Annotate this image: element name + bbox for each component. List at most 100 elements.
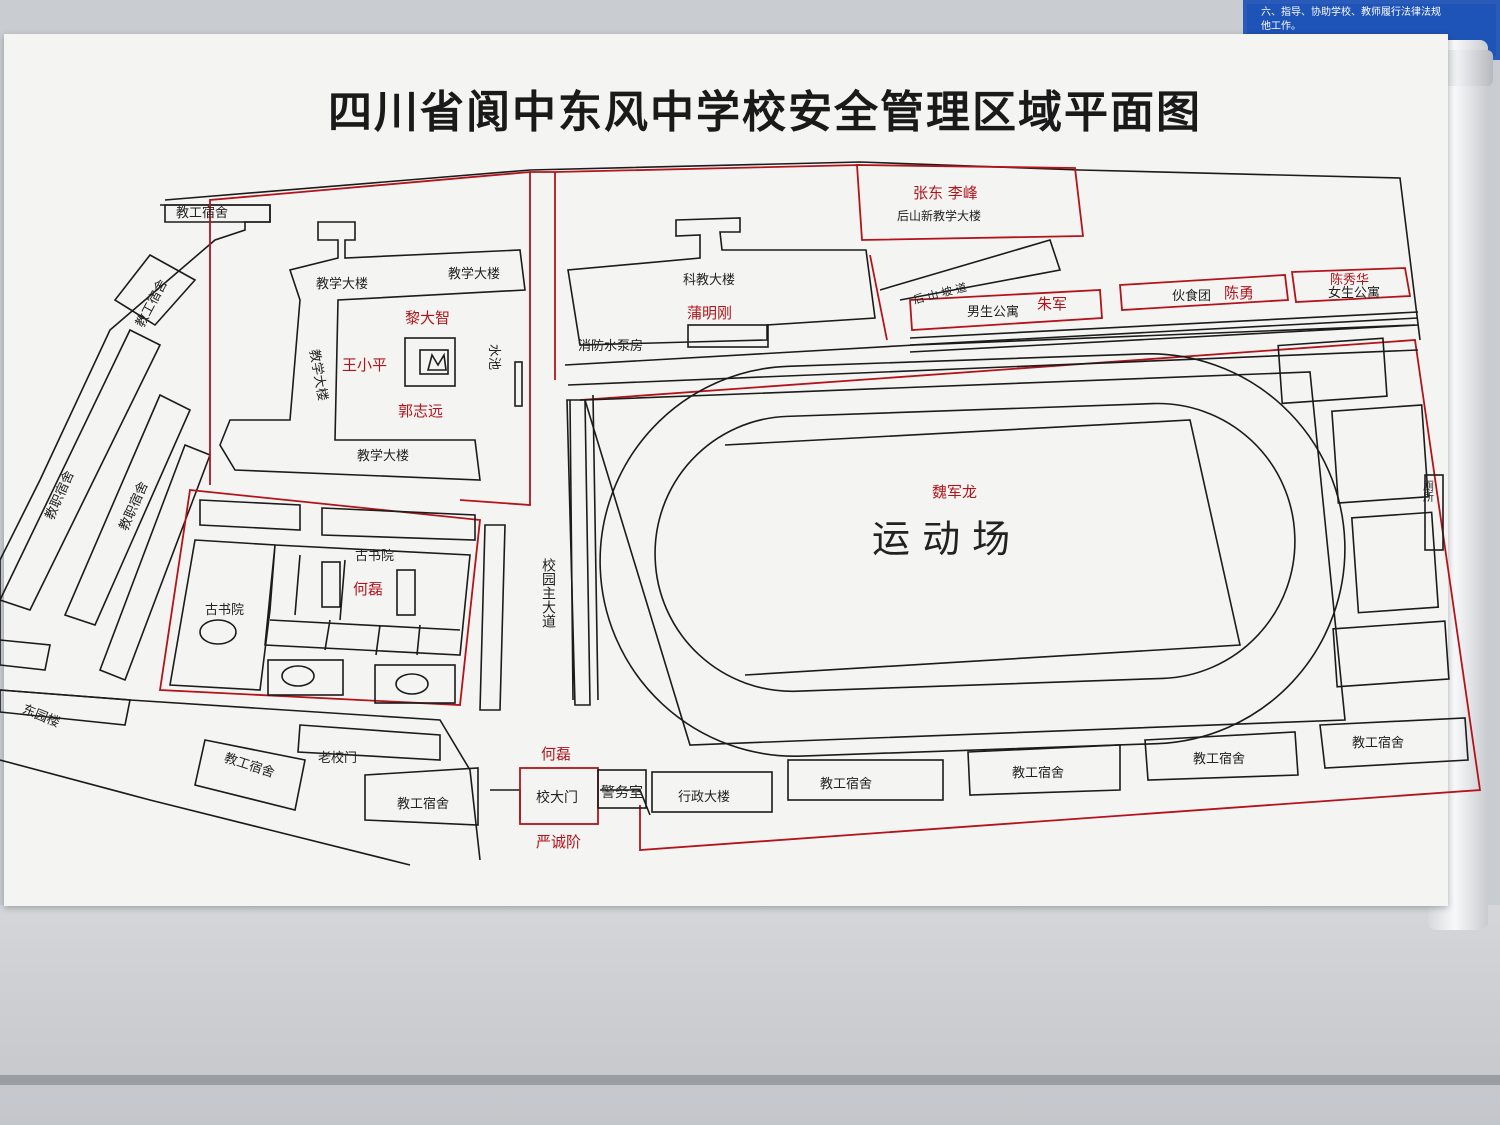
crown-icon (426, 352, 447, 371)
label-canteen: 伙食团 (1172, 288, 1211, 304)
label-guard-room: 警务室 (601, 784, 643, 801)
label-ancient-academy-1: 古书院 (355, 549, 394, 564)
academy-grid (269, 554, 461, 656)
staff-dorm-b3-shape (787, 759, 944, 801)
label-hill-road: 后 山 坡 道 (912, 280, 968, 307)
zone-east (869, 254, 888, 341)
label-teach-bldg-2: 教学大楼 (448, 266, 500, 282)
central-building-outer (404, 337, 456, 387)
person-he-lei-1: 何磊 (353, 580, 383, 598)
zone-canteen (1119, 274, 1290, 311)
label-staff-dorm-b4: 教工宿舍 (1012, 765, 1064, 781)
person-chen-xiuhua: 陈秀华 (1330, 272, 1369, 288)
court-4 (1332, 620, 1450, 688)
zone-new-teach (856, 164, 1085, 241)
person-wang-xiaoping: 王小平 (342, 356, 387, 374)
pool-shape (514, 361, 523, 407)
staff-dorm-b2-shape (364, 767, 479, 826)
label-staff-dorm-b6: 教工宿舍 (1352, 735, 1404, 751)
label-pool: 水池 (486, 344, 501, 370)
sci-bldg-shape (567, 217, 876, 346)
label-faculty-dorm-1: 教职宿舍 (42, 468, 78, 522)
label-staff-dorm-b5: 教工宿舍 (1193, 751, 1245, 767)
running-track-inner (654, 402, 1296, 693)
staff-dorm-b6-shape (1319, 717, 1469, 769)
faculty-dorm-1-shape (0, 328, 162, 611)
running-track-outer (599, 352, 1346, 757)
label-teach-bldg-3: 教学大楼 (306, 348, 331, 402)
north-road-rails (909, 311, 1419, 353)
label-teach-bldg-4: 教学大楼 (357, 448, 409, 464)
east-garden-shape (0, 639, 131, 726)
label-sports-field: 运 动 场 (872, 517, 1010, 561)
label-staff-dorm-b2: 教工宿舍 (397, 796, 449, 812)
label-girls-dorm: 女生公寓 (1328, 285, 1380, 301)
academy-block-2 (396, 569, 416, 616)
notice-line-1: 六、指导、协助学校、教师履行法律法规 (1261, 7, 1441, 18)
person-pu-minggang: 蒲明刚 (687, 304, 732, 322)
hill-road-shape (879, 239, 1062, 301)
staff-dorm-b1-shape (194, 739, 306, 811)
zone-sports (579, 339, 1482, 851)
person-yan-cheng: 严诚阶 (536, 833, 581, 851)
label-east-garden: 东园楼 (20, 702, 62, 731)
guard-room-shape (597, 769, 647, 809)
zone-girls (1290, 267, 1412, 303)
wall-background (0, 905, 1500, 1125)
sports-field-outer-box (583, 371, 1346, 746)
person-guo-zhiyuan: 郭志远 (398, 402, 443, 420)
staff-dorm-top-shape (164, 204, 271, 223)
label-faculty-dorm-2: 教职宿舍 (116, 479, 152, 533)
label-admin-bldg: 行政大楼 (678, 790, 730, 805)
person-zhang-li: 张东 李峰 (913, 184, 978, 202)
person-li-dazhi: 黎大智 (405, 309, 450, 327)
zone-sci (530, 164, 861, 380)
label-toilet: 厕所 (1422, 480, 1435, 503)
cloud-icon-1 (281, 665, 315, 687)
west-strip (98, 443, 212, 682)
wall-ledge (0, 1075, 1500, 1085)
label-new-teach-bldg: 后山新教学大楼 (897, 208, 981, 223)
staff-dorm-b5-shape (1144, 731, 1299, 781)
admin-bldg-shape (651, 771, 773, 813)
old-gate-shape (297, 724, 441, 761)
faculty-dorm-2-shape (63, 393, 192, 626)
garden-box-1 (267, 659, 344, 696)
cloud-icon-2 (395, 673, 429, 695)
main-road-west (479, 524, 506, 711)
staff-dorm-side-shape (113, 253, 197, 327)
label-staff-dorm-b3: 教工宿舍 (820, 776, 872, 792)
sci-bldg-stairs (687, 324, 769, 348)
label-pump-room: 消防水泵房 (578, 338, 643, 354)
zone-academy (158, 489, 481, 706)
court-3 (1350, 511, 1440, 614)
central-building-inner (419, 349, 449, 375)
label-ancient-academy-2: 古书院 (205, 603, 244, 618)
toilet-shape (1424, 474, 1444, 551)
teaching-complex (219, 221, 526, 481)
map-title: 四川省阆中东风中学校安全管理区域平面图 (328, 87, 1202, 138)
academy-block-1 (321, 561, 341, 608)
garden-box-2 (374, 664, 456, 704)
label-old-gate: 老校门 (318, 750, 357, 766)
label-main-road: 校园主大道 (540, 557, 556, 629)
campus-outline-north (164, 161, 1421, 341)
court-1 (1277, 337, 1388, 405)
main-road-edge (569, 394, 599, 701)
notice-line-2: 他工作。 (1261, 21, 1301, 32)
zone-boys (909, 289, 1103, 331)
rock-icon (199, 619, 237, 645)
academy-buildings (169, 499, 476, 691)
court-2 (1331, 404, 1429, 504)
label-main-gate: 校大门 (536, 789, 578, 806)
label-staff-dorm-b1: 教工宿舍 (222, 750, 276, 781)
label-sci-bldg: 科教大楼 (683, 272, 735, 288)
label-boys-dorm: 男生公寓 (967, 304, 1019, 320)
person-chen-yong: 陈勇 (1224, 284, 1254, 302)
label-staff-dorm-top: 教工宿舍 (176, 205, 228, 221)
label-teach-bldg-1: 教学大楼 (316, 276, 368, 292)
person-zhu-jun: 朱军 (1037, 295, 1067, 313)
football-pitch (724, 419, 1241, 676)
person-wei-junlong: 魏军龙 (932, 483, 977, 501)
